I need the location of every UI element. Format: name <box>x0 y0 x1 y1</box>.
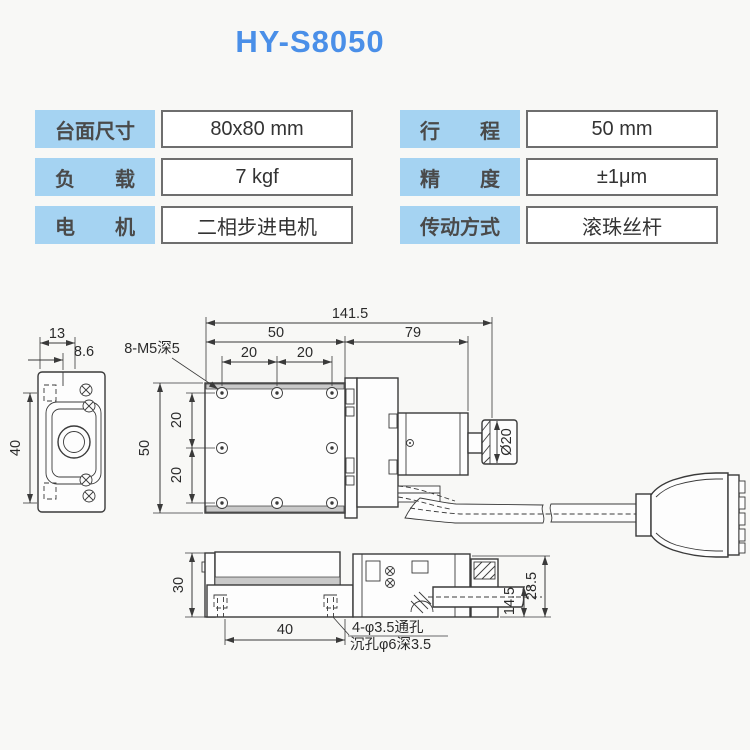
motor-cable <box>397 485 651 524</box>
spec-row: 负 载 7 kgf <box>35 158 353 196</box>
spec-value-table-size: 80x80 mm <box>161 110 353 148</box>
side-view: 30 40 14.5 28.5 4-φ3.5通孔 沉孔φ6深3.5 <box>171 551 551 653</box>
top-view: Ø20 <box>124 306 746 558</box>
dim-right-length: 79 <box>405 325 421 341</box>
label-table-holes: 8-M5深5 <box>124 340 180 357</box>
dim-overall-length: 141.5 <box>332 306 368 322</box>
end-view: 13 8.6 40 <box>8 326 106 513</box>
dim-base-hole-span: 40 <box>277 622 293 638</box>
spec-label-motor: 电 机 <box>35 206 155 244</box>
spec-value-travel: 50 mm <box>526 110 718 148</box>
dim-stage-length: 50 <box>268 325 284 341</box>
end-view-screws <box>79 383 96 503</box>
table-mounting-holes <box>216 387 338 509</box>
spec-label-load: 负 载 <box>35 158 155 196</box>
dim-hole-pitch-right: 20 <box>297 345 313 361</box>
label-base-holes-line1: 4-φ3.5通孔 <box>352 619 424 636</box>
spec-value-drive: 滚珠丝杆 <box>526 206 718 244</box>
base-counterbore-holes <box>213 594 338 618</box>
spec-label-table-size: 台面尺寸 <box>35 110 155 148</box>
spec-row: 电 机 二相步进电机 <box>35 206 353 244</box>
spec-row: 台面尺寸 80x80 mm <box>35 110 353 148</box>
spec-row: 精 度 ±1μm <box>400 158 718 196</box>
spec-row: 行 程 50 mm <box>400 110 718 148</box>
dim-end-offset: 8.6 <box>74 344 94 360</box>
dim-end-height: 40 <box>8 440 24 456</box>
spec-label-drive: 传动方式 <box>400 206 520 244</box>
page-title: HY-S8050 <box>235 24 385 59</box>
dim-knob-diameter: Ø20 <box>499 428 515 455</box>
dim-stage-width: 50 <box>137 440 153 456</box>
label-base-holes-line2: 沉孔φ6深3.5 <box>350 636 431 653</box>
spec-row: 传动方式 滚珠丝杆 <box>400 206 718 244</box>
spec-table-right: 行 程 50 mm 精 度 ±1μm 传动方式 滚珠丝杆 <box>400 110 718 244</box>
dim-body-height: 30 <box>171 577 187 593</box>
cable-connector <box>635 472 746 558</box>
dim-end-width: 13 <box>49 326 65 342</box>
spec-value-load: 7 kgf <box>161 158 353 196</box>
spec-value-accuracy: ±1μm <box>526 158 718 196</box>
dim-hole-pitch-bottom: 20 <box>169 467 185 483</box>
dim-cable-height: 14.5 <box>502 587 518 615</box>
dim-overall-height: 28.5 <box>524 572 540 600</box>
spec-label-accuracy: 精 度 <box>400 158 520 196</box>
spec-value-motor: 二相步进电机 <box>161 206 353 244</box>
spec-table-left: 台面尺寸 80x80 mm 负 载 7 kgf 电 机 二相步进电机 <box>35 110 353 244</box>
dim-hole-pitch-left: 20 <box>241 345 257 361</box>
technical-drawing: 13 8.6 40 <box>8 306 746 653</box>
spec-label-travel: 行 程 <box>400 110 520 148</box>
dim-hole-pitch-top: 20 <box>169 412 185 428</box>
